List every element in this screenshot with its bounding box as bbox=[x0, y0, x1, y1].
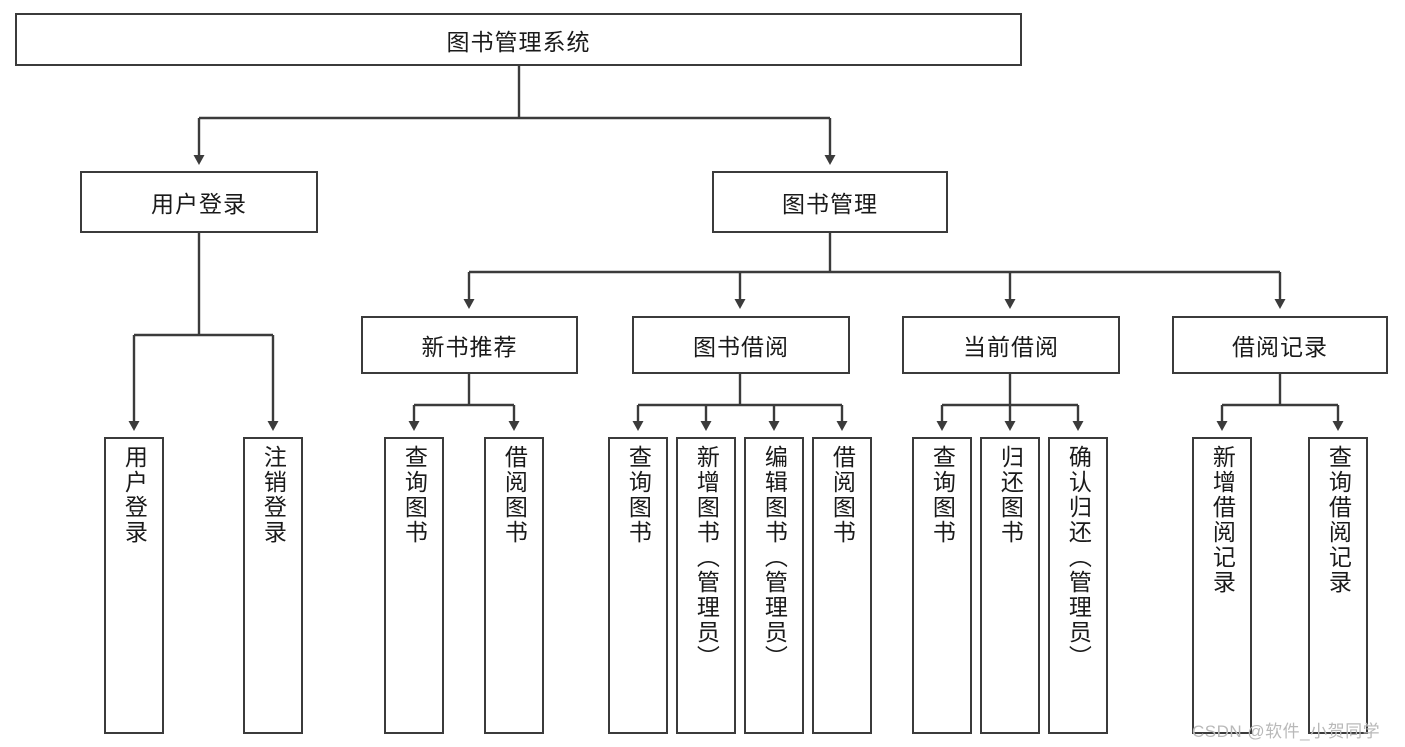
leaf-book-borrow-query-book[interactable]: 查询图书 bbox=[608, 437, 668, 734]
node-label: 借阅记录 bbox=[1232, 334, 1328, 360]
node-label: 查询图书 bbox=[401, 445, 428, 545]
node-label: 确认归还（管理员） bbox=[1065, 445, 1092, 670]
node-root-book-management-system[interactable]: 图书管理系统 bbox=[15, 13, 1022, 66]
node-label: 图书管理 bbox=[782, 191, 878, 217]
leaf-current-borrow-query-book[interactable]: 查询图书 bbox=[912, 437, 972, 734]
node-label: 查询图书 bbox=[929, 445, 956, 545]
leaf-borrow-record-add-record[interactable]: 新增借阅记录 bbox=[1192, 437, 1252, 734]
leaf-book-borrow-add-book-admin[interactable]: 新增图书（管理员） bbox=[676, 437, 736, 734]
node-label: 注销登录 bbox=[260, 445, 287, 545]
leaf-new-book-query-book[interactable]: 查询图书 bbox=[384, 437, 444, 734]
node-new-book-recommend[interactable]: 新书推荐 bbox=[361, 316, 578, 374]
node-label: 新增图书（管理员） bbox=[693, 445, 720, 670]
node-label: 图书借阅 bbox=[693, 334, 789, 360]
node-label: 归还图书 bbox=[997, 445, 1024, 545]
leaf-current-borrow-return-book[interactable]: 归还图书 bbox=[980, 437, 1040, 734]
node-label: 图书管理系统 bbox=[446, 28, 591, 55]
node-label: 借阅图书 bbox=[501, 445, 528, 545]
node-borrow-record[interactable]: 借阅记录 bbox=[1172, 316, 1388, 374]
node-label: 查询借阅记录 bbox=[1325, 445, 1352, 595]
leaf-borrow-record-query-record[interactable]: 查询借阅记录 bbox=[1308, 437, 1368, 734]
leaf-new-book-borrow-book[interactable]: 借阅图书 bbox=[484, 437, 544, 734]
leaf-user-login-login[interactable]: 用户登录 bbox=[104, 437, 164, 734]
leaf-current-borrow-confirm-return-admin[interactable]: 确认归还（管理员） bbox=[1048, 437, 1108, 734]
leaf-book-borrow-edit-book-admin[interactable]: 编辑图书（管理员） bbox=[744, 437, 804, 734]
node-label: 用户登录 bbox=[151, 191, 247, 217]
node-label: 编辑图书（管理员） bbox=[761, 445, 788, 670]
leaf-user-login-logout[interactable]: 注销登录 bbox=[243, 437, 303, 734]
node-label: 新增借阅记录 bbox=[1209, 445, 1236, 595]
node-label: 新书推荐 bbox=[421, 334, 518, 360]
node-book-management[interactable]: 图书管理 bbox=[712, 171, 948, 233]
node-label: 借阅图书 bbox=[829, 445, 856, 545]
node-current-borrow[interactable]: 当前借阅 bbox=[902, 316, 1120, 374]
node-book-borrow[interactable]: 图书借阅 bbox=[632, 316, 850, 374]
csdn-watermark: CSDN @软件_小贺同学 bbox=[1192, 722, 1381, 741]
node-user-login[interactable]: 用户登录 bbox=[80, 171, 318, 233]
node-label: 当前借阅 bbox=[963, 334, 1059, 360]
node-label: 用户登录 bbox=[121, 445, 148, 545]
leaf-book-borrow-borrow-book[interactable]: 借阅图书 bbox=[812, 437, 872, 734]
node-label: 查询图书 bbox=[625, 445, 652, 545]
